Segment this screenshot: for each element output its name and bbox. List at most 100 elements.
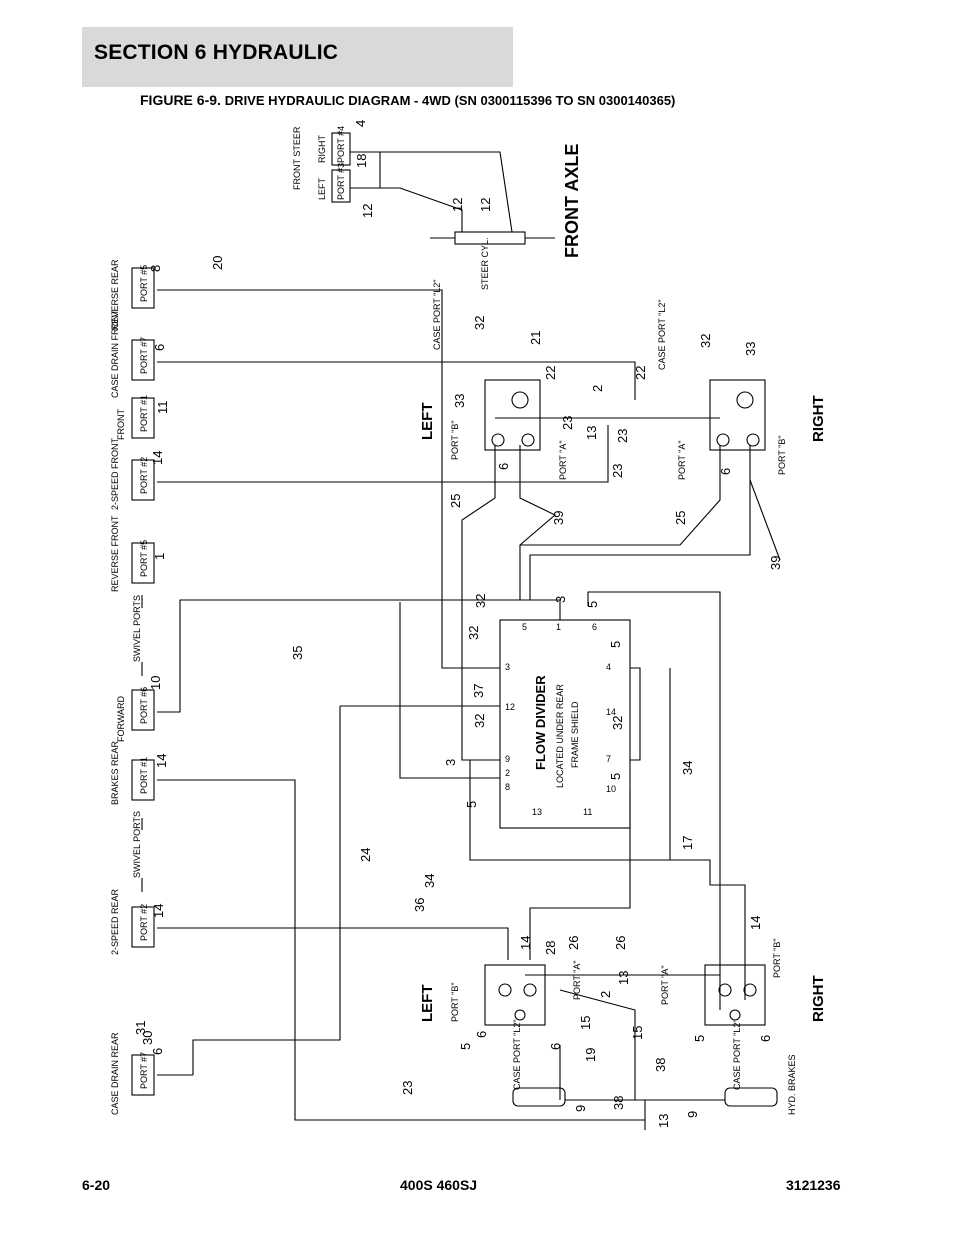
fd-port-11: 11 [583, 807, 592, 817]
fd-port-10: 10 [606, 784, 616, 794]
item-number-callout: 34 [422, 874, 437, 888]
valve-group-case-drain-rear: CASE DRAIN REAR [110, 1032, 120, 1115]
item-number-callout: 1 [152, 553, 167, 560]
rear-left-case-port: CASE PORT "L2" [512, 1019, 522, 1090]
item-number-callout: 26 [613, 936, 628, 950]
item-number-callout: 14 [150, 451, 165, 465]
fd-port-3: 3 [505, 662, 510, 672]
item-number-callout: 13 [584, 426, 599, 440]
hose-34-left [630, 667, 641, 761]
hyd-brakes-label: HYD. BRAKES [787, 1054, 797, 1115]
item-number-callout: 17 [680, 836, 695, 850]
valve-group-forward: FORWARD [116, 696, 126, 742]
front-left-label: LEFT [419, 403, 436, 441]
figure-caption: DRIVE HYDRAULIC DIAGRAM - 4WD (SN 030011… [224, 93, 676, 108]
item-number-callout: 22 [633, 366, 648, 380]
hose-17 [469, 760, 746, 1000]
steer-port-4: PORT #4 [336, 126, 346, 163]
fd-port-14: 14 [606, 707, 616, 717]
rear-left-port-a: PORT "A" [572, 960, 582, 1000]
item-number-callout: 10 [148, 676, 163, 690]
rear-left-label: LEFT [419, 985, 436, 1023]
item-number-callout: 22 [543, 366, 558, 380]
item-number-callout: 12 [450, 198, 465, 212]
flow-divider-title: FLOW DIVIDER [533, 675, 548, 770]
swivel-ports-upper: SWIVEL PORTS [132, 595, 142, 662]
fd-port-7: 7 [606, 754, 611, 764]
item-number-callout: 26 [566, 936, 581, 950]
front-left-motor [484, 379, 541, 451]
front-axle-label: FRONT AXLE [562, 144, 582, 258]
item-number-callout: 39 [551, 511, 566, 525]
fd-port-2: 2 [505, 768, 510, 778]
hose-5-right [587, 591, 721, 1010]
item-number-callout: 9 [573, 1105, 588, 1112]
front-left-case-port: CASE PORT "L2" [432, 279, 442, 350]
fd-port-12: 12 [505, 702, 515, 712]
item-number-callout: 33 [452, 394, 467, 408]
hose-36 [529, 790, 631, 960]
item-number-callout: 32 [610, 716, 625, 730]
hose-35 [157, 599, 561, 713]
hose-steer-12a [380, 151, 513, 233]
hose-25-right [520, 445, 721, 546]
hose-32-top [399, 602, 500, 779]
steer-cylinder [454, 231, 526, 245]
fd-port-9: 9 [505, 754, 510, 764]
item-number-callout: 5 [585, 601, 600, 608]
hose-20 [157, 289, 500, 669]
item-number-callout: 9 [685, 1111, 700, 1118]
hose-39-left [519, 445, 556, 600]
item-number-callout: 3 [443, 759, 458, 766]
front-right-port-b: PORT "B" [777, 435, 787, 475]
item-number-callout: 37 [471, 684, 486, 698]
item-number-callout: 32 [472, 714, 487, 728]
item-number-callout: 14 [151, 904, 166, 918]
hose-39-tail [749, 479, 781, 561]
swivel-ports-lower: SWIVEL PORTS [132, 811, 142, 878]
fd-port-8: 8 [505, 782, 510, 792]
item-number-callout: 6 [474, 1031, 489, 1038]
item-number-callout: 23 [400, 1081, 415, 1095]
item-number-callout: 3 [553, 596, 568, 603]
item-number-callout: 14 [518, 936, 533, 950]
steer-port-3: PORT #3 [336, 163, 346, 200]
flow-divider-sub-2: FRAME SHIELD [570, 701, 580, 768]
front-left-port-a: PORT "A" [558, 440, 568, 480]
hose-14-front [157, 425, 609, 483]
item-number-callout: 32 [473, 594, 488, 608]
rear-right-port-b: PORT "B" [772, 938, 782, 978]
item-number-callout: 5 [464, 801, 479, 808]
valve-group-case-drain-front: CASE DRAIN FRONT [110, 309, 120, 398]
item-number-callout: 23 [560, 416, 575, 430]
item-number-callout: 38 [611, 1096, 626, 1110]
steer-left-label: LEFT [317, 177, 327, 200]
item-number-callout: 2 [590, 385, 605, 392]
front-left-port-b: PORT "B" [450, 420, 460, 460]
item-number-callout: 38 [653, 1058, 668, 1072]
hose-39-right [529, 445, 751, 600]
brake-left [512, 1087, 566, 1107]
item-number-callout: 15 [578, 1016, 593, 1030]
valve-group-2speed-front: 2-SPEED FRONT [110, 437, 120, 510]
valve-port-reverse-front: PORT #5 [139, 540, 149, 577]
steer-right-label: RIGHT [317, 135, 327, 164]
item-number-callout: 36 [412, 898, 427, 912]
item-number-callout: 28 [543, 941, 558, 955]
fd-port-1: 1 [556, 622, 561, 632]
hose-brake-38 [565, 1099, 725, 1130]
valve-group-2speed-rear: 2-SPEED REAR [110, 888, 120, 955]
item-number-callout: 30 [140, 1031, 155, 1045]
hose-14-rear [157, 927, 509, 960]
item-number-callout: 33 [743, 342, 758, 356]
item-number-callout: 2 [598, 991, 613, 998]
item-number-callout: 21 [528, 331, 543, 345]
rear-right-label: RIGHT [810, 975, 827, 1022]
hose-brake-rear [157, 779, 645, 1121]
valve-port-case-drain-front: PORT #7 [139, 337, 149, 374]
hose-6-front [157, 361, 636, 400]
hose-25-left [461, 445, 500, 761]
item-number-callout: 14 [154, 754, 169, 768]
item-number-callout: 13 [656, 1114, 671, 1128]
